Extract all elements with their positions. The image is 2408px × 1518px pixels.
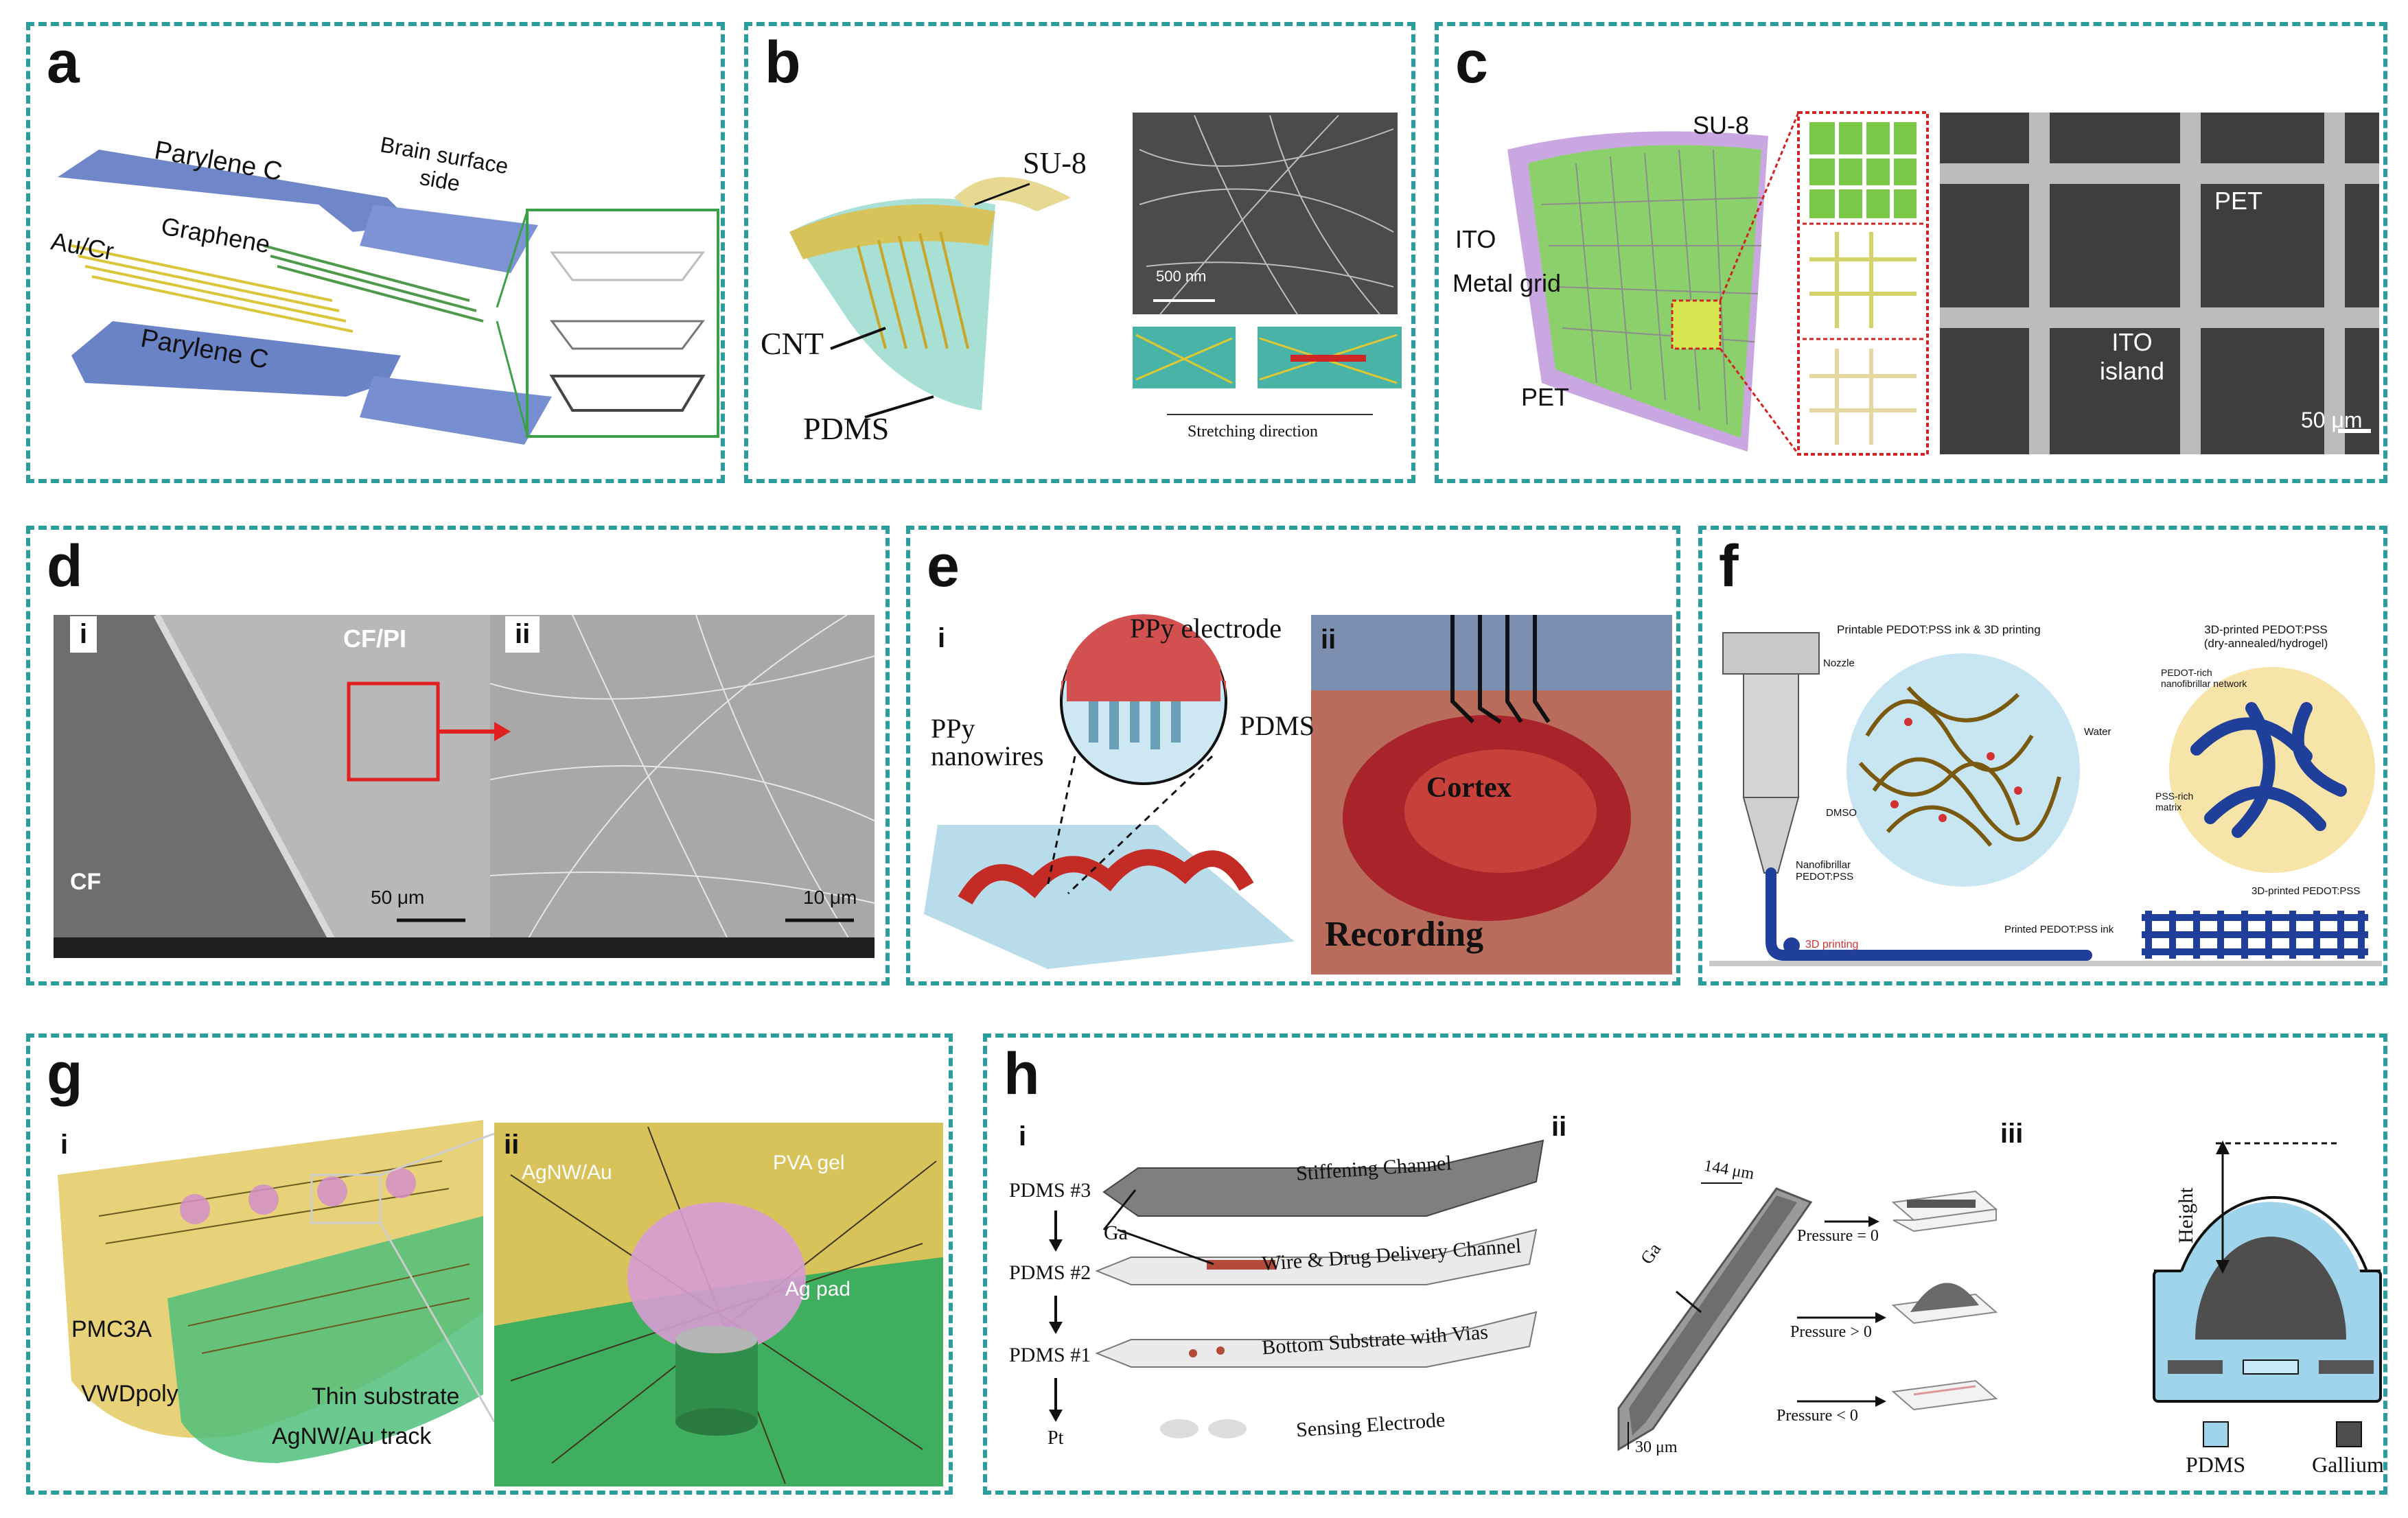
- cnt-electrode-illustration: [789, 113, 1402, 419]
- metal-grid-illustration: [1507, 111, 2379, 456]
- zoom-arrow: [438, 722, 511, 741]
- panel-label-d: d: [47, 533, 83, 599]
- label-ito: ITO: [1455, 225, 1496, 253]
- label-3d-printing: 3D printing: [1805, 939, 1859, 950]
- 3d-printing-illustration: [1709, 632, 2382, 966]
- panel-label-c: c: [1455, 30, 1488, 95]
- panel-a: a Parylene C Brain surface side Graphene…: [26, 22, 725, 483]
- label-legend-gallium: Gallium: [2312, 1452, 2384, 1477]
- label-nozzle: Nozzle: [1823, 657, 1855, 669]
- subpanel-g-i: i: [60, 1130, 69, 1160]
- label-agnw-track: AgNW/Au track: [272, 1423, 432, 1449]
- panel-e: e i ii PPy electrode PPy nanowires PDMS …: [906, 526, 1680, 985]
- label-ppy-nanowires: PPy nanowires: [931, 713, 1044, 771]
- label-pressure-eq: Pressure = 0: [1797, 1227, 1879, 1245]
- gallium-probe-illustration: [1049, 1139, 2382, 1451]
- label-su8: SU-8: [1023, 146, 1087, 180]
- panel-label-e: e: [927, 533, 960, 599]
- label-pressure-gt: Pressure > 0: [1790, 1323, 1872, 1341]
- ppy-electrode-illustration: [924, 614, 1672, 974]
- label-cf-pi: CF/PI: [343, 624, 407, 653]
- label-cnt: CNT: [761, 326, 824, 361]
- label-pdms-e: PDMS: [1240, 710, 1315, 741]
- label-su8-c: SU-8: [1693, 111, 1750, 139]
- subpanel-g-ii: ii: [504, 1130, 520, 1160]
- panel-d: d i ii CF/PI CF 50 μm 10 μm: [26, 526, 890, 985]
- subpanel-e-i: i: [938, 623, 946, 653]
- label-dmso: DMSO: [1826, 807, 1857, 819]
- label-scale-50um-c: 50 μm: [2301, 408, 2363, 432]
- label-dim-30: 30 μm: [1635, 1438, 1678, 1456]
- label-stretching-direction: Stretching direction: [1188, 423, 1318, 441]
- label-nanofibrillar: Nanofibrillar PEDOT:PSS: [1796, 859, 1854, 883]
- sem-image-d-ii: [490, 615, 875, 958]
- subpanel-e-ii: ii: [1321, 624, 1336, 655]
- panel-label-h: h: [1004, 1041, 1040, 1107]
- label-pdms-3: PDMS #3: [1009, 1179, 1091, 1202]
- label-ag-pad: Ag pad: [785, 1278, 851, 1300]
- panel-label-b: b: [765, 30, 801, 95]
- panel-h: h: [983, 1034, 2387, 1495]
- label-thin-substrate: Thin substrate: [312, 1383, 460, 1410]
- label-water: Water: [2084, 726, 2111, 738]
- label-cf: CF: [70, 869, 102, 895]
- label-sem-ito-island: ITO island: [2099, 328, 2165, 385]
- sem-image-d-i: [54, 615, 500, 958]
- label-ppy-electrode: PPy electrode: [1130, 613, 1282, 644]
- label-recording: Recording: [1325, 915, 1484, 954]
- sem-fiber-network: [490, 615, 875, 958]
- subpanel-d-ii: ii: [505, 616, 540, 653]
- label-pet: PET: [1521, 383, 1570, 411]
- agnw-electrode-illustration: [58, 1120, 943, 1486]
- panel-label-g: g: [47, 1041, 83, 1107]
- label-agnw-au: AgNW/Au: [522, 1161, 612, 1184]
- label-pdms: PDMS: [803, 411, 890, 446]
- label-pdms-2: PDMS #2: [1009, 1261, 1091, 1284]
- subpanel-d-i: i: [70, 616, 97, 653]
- label-pressure-lt: Pressure < 0: [1776, 1407, 1858, 1425]
- label-scale-10um-d: 10 μm: [803, 887, 857, 908]
- label-sem-pet: PET: [2214, 187, 2263, 215]
- electrode-layers-illustration: [58, 150, 719, 445]
- label-pss-rich: PSS-rich matrix: [2155, 791, 2194, 813]
- sem-cf-pi-boundary: [54, 615, 500, 958]
- panel-label-a: a: [47, 30, 80, 95]
- panel-g: g i ii PMC3A VWDpoly Thin substrate AgNW…: [26, 1034, 953, 1495]
- label-metal-grid: Metal grid: [1452, 269, 1562, 297]
- label-pedot-rich: PEDOT-rich nanofibrillar network: [2161, 667, 2247, 689]
- label-printed-ink: Printed PEDOT:PSS ink: [2004, 924, 2114, 935]
- label-vwdpoly: VWDpoly: [81, 1381, 178, 1407]
- label-height: Height: [2175, 1187, 2197, 1243]
- subpanel-h-i: i: [1019, 1121, 1027, 1152]
- label-3d-printed-pedot: 3D-printed PEDOT:PSS: [2251, 885, 2361, 897]
- label-ga: Ga: [1104, 1222, 1128, 1244]
- label-pt: Pt: [1047, 1427, 1064, 1449]
- label-legend-pdms: PDMS: [2186, 1452, 2246, 1477]
- panel-b: b SU-8 CNT PDMS 500 nm Stretching direct…: [744, 22, 1415, 483]
- label-printable-ink: Printable PEDOT:PSS ink & 3D printing: [1837, 623, 2041, 636]
- subpanel-h-iii: iii: [2000, 1119, 2024, 1149]
- panel-f: f Printable PEDOT:PSS ink & 3D printing …: [1698, 526, 2387, 985]
- label-cortex: Cortex: [1426, 772, 1512, 804]
- panel-c: c SU-8 ITO Metal grid PET PET ITO island…: [1435, 22, 2387, 483]
- label-scale-50um-d: 50 μm: [371, 887, 425, 908]
- subpanel-h-ii: ii: [1551, 1112, 1567, 1142]
- label-pdms-1: PDMS #1: [1009, 1344, 1091, 1366]
- label-3d-printed-title: 3D-printed PEDOT:PSS (dry-annealed/hydro…: [2203, 623, 2328, 650]
- label-pmc3a: PMC3A: [71, 1316, 152, 1342]
- label-scale-500nm: 500 nm: [1156, 268, 1207, 285]
- panel-label-f: f: [1719, 533, 1739, 599]
- label-pva-gel: PVA gel: [773, 1152, 845, 1174]
